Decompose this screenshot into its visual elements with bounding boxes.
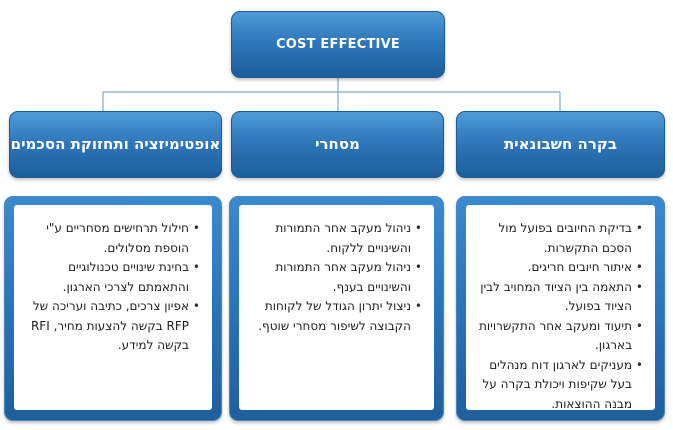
header-commercial-label: מסחרי [315, 135, 360, 153]
header-commercial: מסחרי [231, 111, 444, 178]
body-commercial: ניהול מעקב אחר התמורות והשינויים ללקוח. … [229, 196, 444, 421]
body-optimization: חילול תרחישים מסחריים ע"י הוספת מסלולים.… [4, 196, 222, 421]
bullet-item: תיעוד ומעקב אחר התקשרויות בארגון. [474, 317, 643, 356]
bullet-list-accounting-control: בדיקת החיובים בפועל מול הסכם התקשרות. אי… [466, 205, 655, 414]
top-node: COST EFFECTIVE [231, 11, 445, 78]
header-optimization: אופטימיזציה ותחזוקת הסכמים [9, 111, 222, 178]
bullet-item: ניהול מעקב אחר התמורות והשינויים ללקוח. [247, 219, 422, 258]
body-commercial-panel: ניהול מעקב אחר התמורות והשינויים ללקוח. … [239, 205, 434, 410]
bullet-item: איתור חיובים חריגים. [474, 258, 643, 278]
header-accounting-control: בקרה חשבונאית [456, 111, 665, 178]
bullet-item: ניהול מעקב אחר התמורות והשינויים בענף. [247, 258, 422, 297]
bullet-list-optimization: חילול תרחישים מסחריים ע"י הוספת מסלולים.… [14, 205, 212, 356]
bullet-item: בדיקת החיובים בפועל מול הסכם התקשרות. [474, 219, 643, 258]
body-accounting-control: בדיקת החיובים בפועל מול הסכם התקשרות. אי… [456, 196, 665, 421]
bullet-item: אפיון צרכים, כתיבה ועריכה של RFP בקשה לה… [22, 297, 200, 356]
bullet-item: בחינת שינויים טכנולוגיים והתאמתם לצרכי ה… [22, 258, 200, 297]
bullet-item: התאמה בין הציוד המחויב לבין הציוד בפועל. [474, 278, 643, 317]
body-optimization-panel: חילול תרחישים מסחריים ע"י הוספת מסלולים.… [14, 205, 212, 410]
bullet-item: ניצול יתרון הגודל של לקוחות הקבוצה לשיפו… [247, 297, 422, 336]
top-node-label: COST EFFECTIVE [276, 37, 400, 52]
header-accounting-control-label: בקרה חשבונאית [503, 135, 618, 153]
bullet-list-commercial: ניהול מעקב אחר התמורות והשינויים ללקוח. … [239, 205, 434, 336]
bullet-item: מעניקים לארגון דוח מנהלים בעל שקיפות ויכ… [474, 356, 643, 415]
bullet-item: חילול תרחישים מסחריים ע"י הוספת מסלולים. [22, 219, 200, 258]
body-accounting-control-panel: בדיקת החיובים בפועל מול הסכם התקשרות. אי… [466, 205, 655, 411]
header-optimization-label: אופטימיזציה ותחזוקת הסכמים [10, 135, 221, 153]
